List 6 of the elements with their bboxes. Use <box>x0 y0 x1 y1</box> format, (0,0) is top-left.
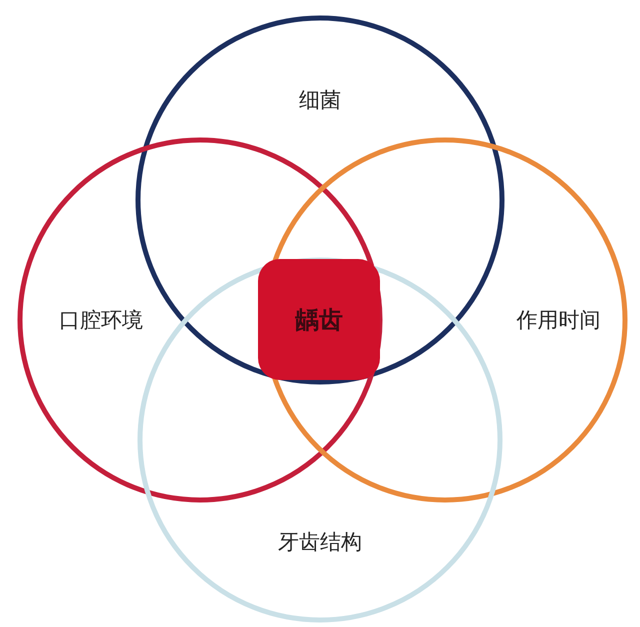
circle-label: 作用时间 <box>516 307 600 334</box>
center-label: 龋齿 <box>295 304 343 336</box>
circle-label: 口腔环境 <box>59 307 144 334</box>
center-region <box>258 259 380 380</box>
circle-label: 细菌 <box>299 87 341 114</box>
circle-label: 牙齿结构 <box>278 529 362 556</box>
